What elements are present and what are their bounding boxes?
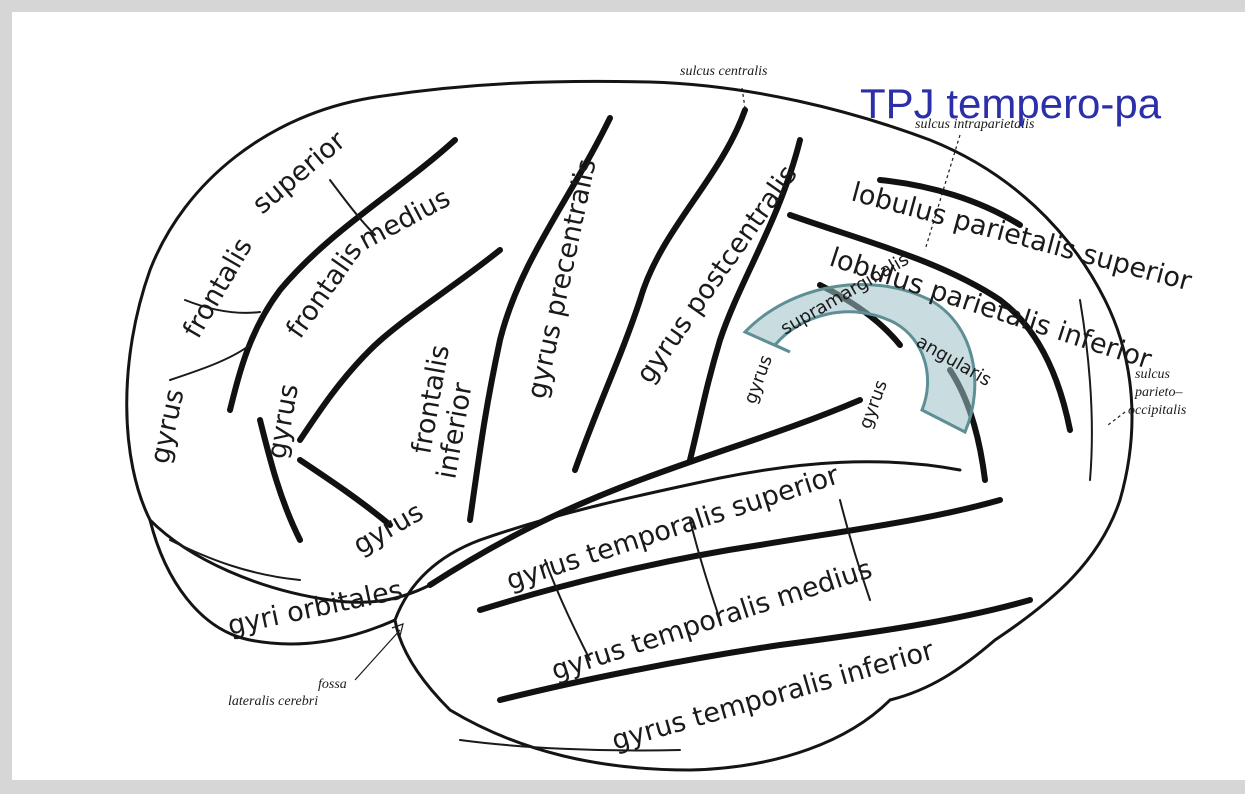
label-frontalis-medius-2: frontalis bbox=[280, 236, 368, 344]
annotation-occipitalis: occipitalis bbox=[1128, 403, 1187, 418]
label-frontalis-medius-1: gyrus bbox=[261, 382, 305, 462]
frame-bottom bbox=[0, 780, 1245, 794]
label-frontalis-superior-2: frontalis bbox=[177, 233, 259, 344]
label-orbitales: gyri orbitales bbox=[225, 575, 405, 642]
annotation-lateralis-cerebri: lateralis cerebri bbox=[228, 694, 318, 709]
label-supramarginalis-1: gyrus bbox=[740, 352, 777, 406]
label-frontalis-medius-3: medius bbox=[354, 182, 456, 256]
slide-title: TPJ tempero-pa bbox=[860, 80, 1162, 127]
brain-diagram: gyrus frontalis superior gyrus frontalis… bbox=[12, 12, 1245, 780]
annotation-fossa: fossa bbox=[318, 677, 347, 692]
label-frontalis-inferior-1: gyrus bbox=[348, 497, 429, 562]
annotation-sulcus-centralis: sulcus centralis bbox=[680, 64, 768, 79]
frame-top bbox=[0, 0, 1245, 12]
annotation-sulcus: sulcus bbox=[1135, 367, 1171, 382]
slide: gyrus frontalis superior gyrus frontalis… bbox=[12, 12, 1245, 780]
frame-left bbox=[0, 0, 12, 794]
label-precentralis: gyrus precentralis bbox=[522, 156, 603, 401]
label-frontalis-superior-1: gyrus bbox=[145, 386, 191, 466]
label-temporalis-superior: gyrus temporalis superior bbox=[503, 459, 844, 596]
annotation-parieto: parieto– bbox=[1134, 385, 1183, 400]
label-angularis-1: gyrus bbox=[855, 377, 892, 431]
